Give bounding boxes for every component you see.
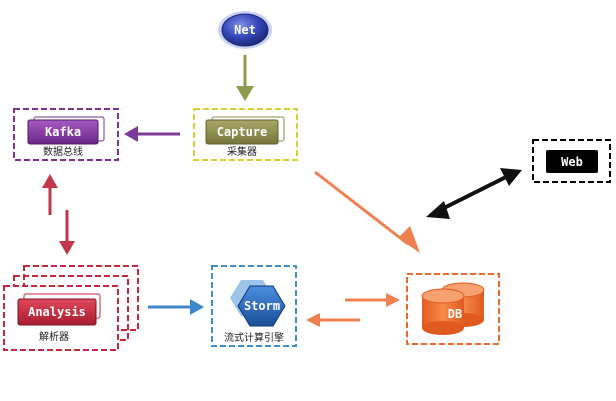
web-label: Web (561, 155, 583, 169)
kafka-dashed-frame (13, 108, 119, 161)
arrow-web-db (426, 168, 522, 219)
analysis-label: Analysis (28, 305, 86, 319)
arrow-storm-to-db (345, 293, 400, 307)
kafka-caption: 数据总线 (43, 145, 83, 158)
analysis-node: Analysis 解析器 (3, 265, 139, 351)
capture-node: Capture 采集器 (193, 108, 298, 161)
arrow-capture-to-kafka (124, 126, 180, 142)
analysis-box (17, 298, 97, 326)
db-front-cylinder (421, 288, 465, 335)
capture-caption: 采集器 (227, 145, 257, 158)
arrow-net-to-capture (236, 55, 254, 101)
analysis-caption: 解析器 (39, 330, 69, 343)
net-node: Net (218, 11, 272, 49)
arrow-db-to-storm (306, 313, 360, 327)
storm-dashed-frame (211, 265, 297, 347)
kafka-label: Kafka (45, 125, 81, 139)
arrow-kafka-to-analysis (59, 210, 75, 255)
storm-label: Storm (244, 299, 280, 313)
kafka-node: Kafka 数据总线 (13, 108, 119, 161)
kafka-box (27, 119, 99, 145)
net-ellipse (221, 13, 269, 47)
arrow-analysis-to-kafka (42, 174, 58, 215)
capture-dashed-frame (193, 108, 298, 161)
storm-hexagon (237, 285, 286, 327)
capture-label: Capture (217, 125, 268, 139)
storm-node: Storm 流式计算引擎 (211, 265, 297, 347)
web-box (546, 150, 598, 173)
storm-caption: 流式计算引擎 (224, 331, 284, 344)
db-node: DB (406, 273, 500, 345)
web-dashed-frame (532, 139, 611, 183)
arrow-analysis-to-storm (148, 299, 204, 315)
db-dashed-frame (406, 273, 500, 345)
db-label: DB (448, 307, 462, 321)
arrow-capture-to-db (314, 170, 420, 253)
net-label: Net (234, 23, 256, 37)
web-node: Web (532, 139, 611, 183)
capture-box (205, 119, 279, 145)
